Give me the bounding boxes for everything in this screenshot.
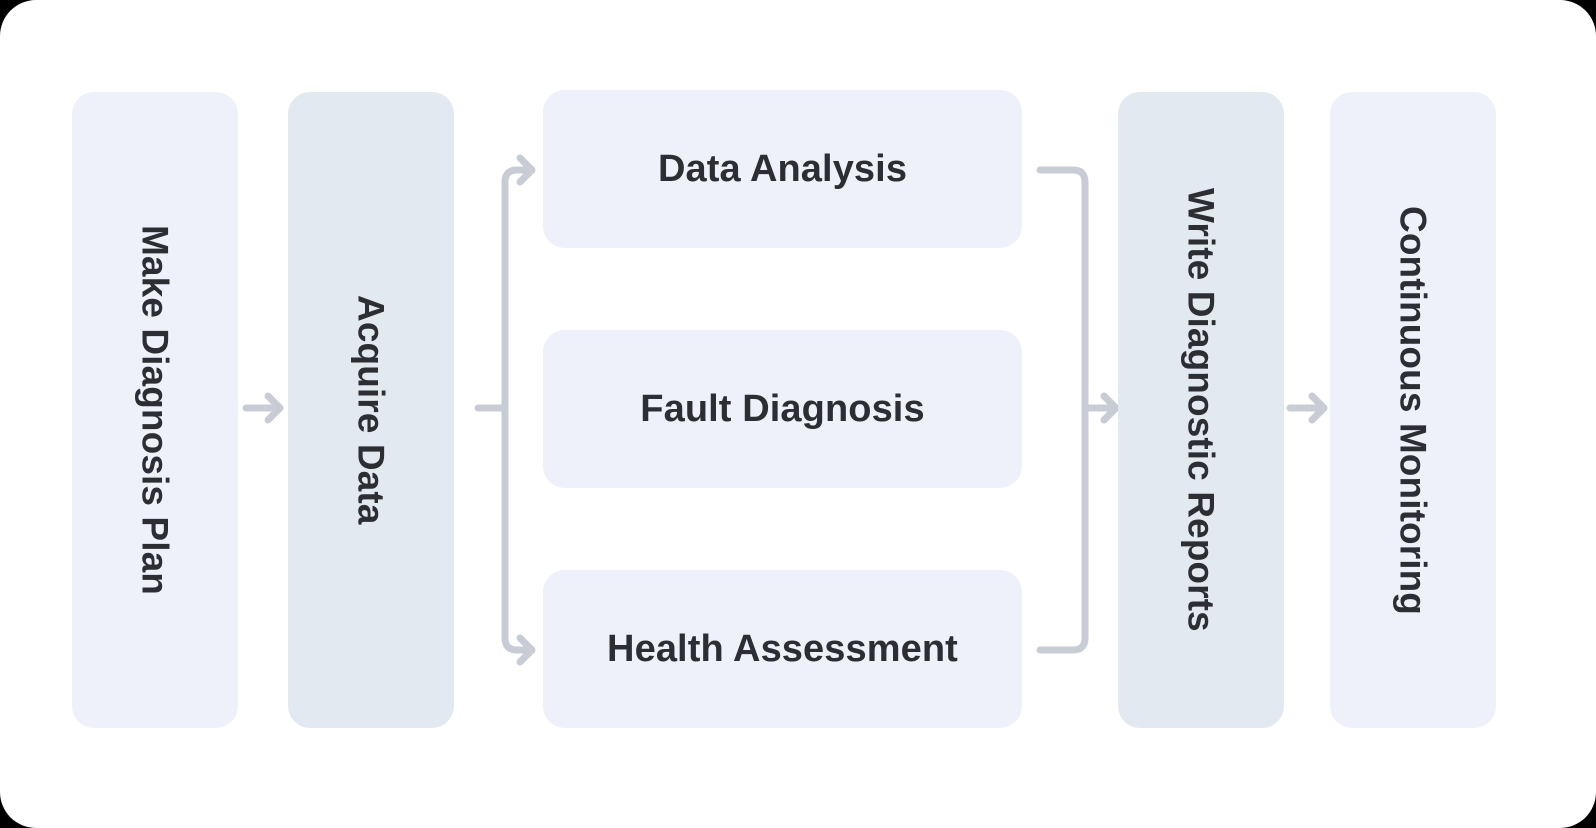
node-fault-diagnosis[interactable]: Fault Diagnosis xyxy=(543,330,1022,488)
connector-merge-bus xyxy=(1036,166,1116,654)
connector-reports-to-monitoring xyxy=(1286,396,1324,420)
node-label-data-analysis: Data Analysis xyxy=(657,148,908,190)
node-label-health-assessment: Health Assessment xyxy=(607,628,958,670)
node-label-continuous-monitoring: Continuous Monitoring xyxy=(1392,205,1434,615)
connector-plan-to-acquire xyxy=(242,396,280,420)
node-label-make-diagnosis-plan: Make Diagnosis Plan xyxy=(134,225,176,595)
node-write-diagnostic-reports[interactable]: Write Diagnostic Reports xyxy=(1118,92,1284,728)
node-label-acquire-data: Acquire Data xyxy=(350,295,392,525)
node-acquire-data[interactable]: Acquire Data xyxy=(288,92,454,728)
node-health-assessment[interactable]: Health Assessment xyxy=(543,570,1022,728)
node-continuous-monitoring[interactable]: Continuous Monitoring xyxy=(1330,92,1496,728)
connector-split-bus xyxy=(501,158,532,662)
node-data-analysis[interactable]: Data Analysis xyxy=(543,90,1022,248)
node-label-write-diagnostic-reports: Write Diagnostic Reports xyxy=(1180,188,1222,632)
node-label-fault-diagnosis: Fault Diagnosis xyxy=(640,388,925,430)
node-make-diagnosis-plan[interactable]: Make Diagnosis Plan xyxy=(72,92,238,728)
